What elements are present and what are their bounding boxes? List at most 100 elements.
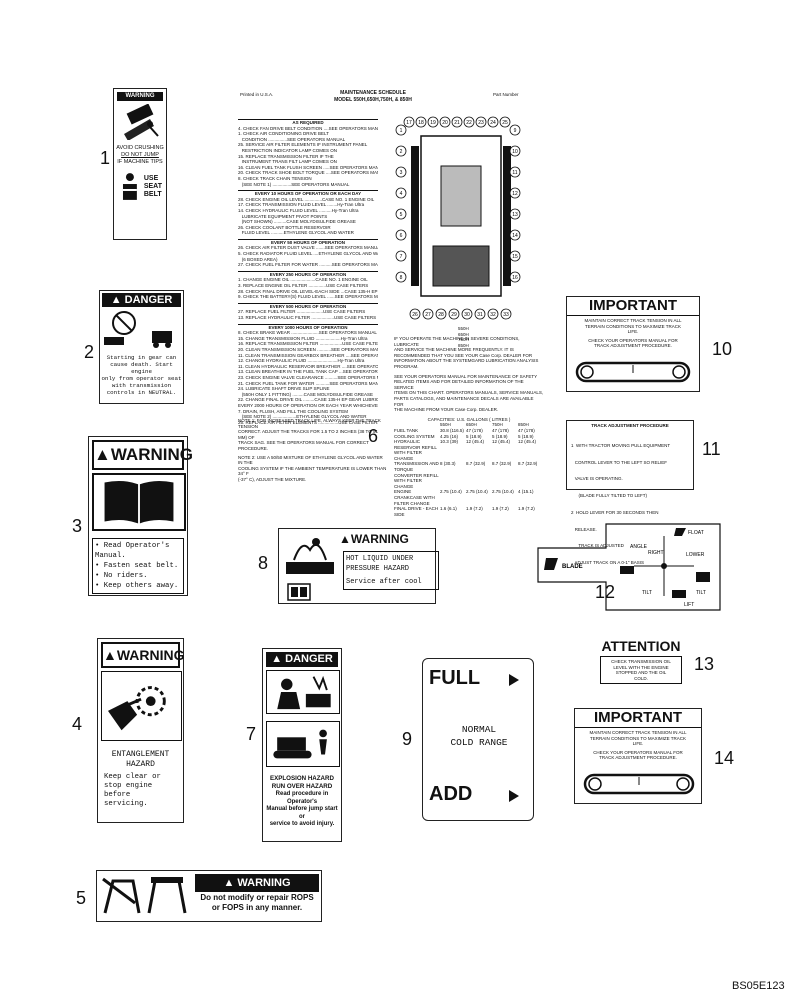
decal-2-line: cause death. Start engine xyxy=(110,361,173,375)
schedule-line: 1. CHANGE ENGINE OIL ...................… xyxy=(238,277,368,283)
diagram-callout-number: 21 xyxy=(454,120,460,126)
capacities-cell: 8.7 (32.9) xyxy=(492,461,512,467)
schedule-line: 26. CHECK COOLANT BOTTLE RESERVOIR xyxy=(238,224,331,230)
schedule-section-heading: EVERY 50 HOURS OF OPERATION xyxy=(238,238,378,246)
capacities-header-cell: 750H xyxy=(492,422,503,428)
capacities-cell: HYDRAULIC RESERVOIR REFILL WITH FILTER C… xyxy=(394,439,437,461)
decal-4-header-text: WARNING xyxy=(116,647,185,663)
severe-line: IF YOU OPERATE THE MACHINE IN SEVERE CON… xyxy=(394,336,520,347)
diagram-callout-circle xyxy=(427,116,439,128)
dozer-lift-icon xyxy=(672,590,686,598)
decal-4-line: Keep clear or xyxy=(104,773,161,781)
capacities-title: CAPACITIES: U.S. GALLONS ( LITRES ) xyxy=(427,416,511,422)
decal-5-line: or FOPS in any manner. xyxy=(211,903,303,912)
track-sag-icon xyxy=(575,361,691,383)
diagram-callout-number: 12 xyxy=(512,191,518,197)
decal-7-battery-danger: ▲ DANGER EXPLOSION HAZARD RUN OVER HAZAR… xyxy=(262,648,342,842)
diagram-callout-number: 30 xyxy=(464,312,470,318)
run-over-pictogram-icon xyxy=(266,721,340,767)
decal-10-header: IMPORTANT xyxy=(567,297,699,316)
callout-10: 10 xyxy=(712,339,733,359)
diagram-body xyxy=(420,135,502,297)
decal-10-line: TERRAIN CONDITIONS TO MAXIMIZE TRACK xyxy=(584,323,681,329)
diagram-callout-number: 2 xyxy=(400,149,403,155)
diagram-callout-number: 17 xyxy=(406,120,412,126)
decal-4-title-line: HAZARD xyxy=(126,760,155,769)
decal-8-line: Service after cool xyxy=(346,578,422,586)
schedule-line: 26. CHECK AIR FILTER DUST VALVE .......S… xyxy=(238,245,378,251)
schedule-line: (SEE NOTE 1) ...............SEE OPERATOR… xyxy=(238,181,350,187)
decal-14-line: MAINTAIN CORRECT TRACK TENSION IN ALL xyxy=(589,730,687,735)
decal-1-seat-word: BELT xyxy=(143,191,162,198)
diagram-callout-circle xyxy=(409,308,421,320)
callout-5: 5 xyxy=(76,888,87,908)
decal-11-step: (BLADE FULLY TILTED TO LEFT) xyxy=(571,493,648,499)
capacities-cell: 5 (18.9) xyxy=(492,433,508,439)
capacities-cell: 30.8 (116.5) xyxy=(440,427,464,433)
diagram-callout-number: 1 xyxy=(400,128,403,134)
manual-line: SEE YOUR OPERATORS MANUAL FOR MAINTENANC… xyxy=(394,373,538,379)
diagram-track-left xyxy=(411,146,419,286)
diagram-track-right xyxy=(503,146,511,286)
diagram-callout-circle xyxy=(509,124,521,136)
schedule-section-heading: EVERY 500 HOURS OF OPERATION xyxy=(238,302,378,310)
schedule-section-heading: AS REQUIRED xyxy=(238,119,378,126)
diagram-callout-circle xyxy=(439,116,451,128)
schedule-section-heading: EVERY 1000 HOURS OF OPERATION xyxy=(238,323,378,331)
drawing-code: BS05E123 xyxy=(732,980,785,992)
seat-belt-icon xyxy=(122,173,137,200)
capacities-cell: 2.75 (10.4) xyxy=(492,489,514,495)
schedule-notes: NOTE 1: FOR INCREASED TRACK LIFE, ALWAYS… xyxy=(238,418,388,483)
diagram-callout-circle xyxy=(509,250,521,262)
decal-3-header: ▲WARNING xyxy=(92,440,193,470)
decal-12-label-blade: BLADE xyxy=(562,564,583,570)
manual-line: ITEMS ON THIS CHART. OPERATORS MANUALS, … xyxy=(394,390,544,396)
decal-8-header-text: WARNING xyxy=(350,532,409,546)
dozer-tilt-icon xyxy=(696,572,710,582)
capacities-cell: 2.75 (10.4) xyxy=(466,489,488,495)
callout-3: 3 xyxy=(72,516,83,536)
diagram-callout-circle xyxy=(500,308,512,320)
callout-2: 2 xyxy=(84,342,95,362)
decal-11-step: RELEASE. xyxy=(571,526,597,532)
decal-3-operator-warning: ▲WARNING • Read Operator's Manual. • Fas… xyxy=(88,436,193,596)
decal-3-item: • Keep others away. xyxy=(95,582,179,590)
decal-12-label-float: FLOAT xyxy=(688,530,704,536)
decal-13-text: CHECK TRANSMISSION OIL LEVEL WITH THE EN… xyxy=(600,656,682,685)
decal-9-full-text: FULL xyxy=(429,667,481,689)
diagram-callout-number: 5 xyxy=(400,212,403,218)
decal-5-rops-warning: ▲ WARNING Do not modify or repair ROPS o… xyxy=(96,870,322,922)
decal-1-rollover-warning: WARNING AVOID CRUSHING DO NOT JUMP IF MA… xyxy=(113,88,167,240)
decal-9-fluid-level: FULL NORMAL COLD RANGE ADD xyxy=(422,658,534,821)
decal-7-line: Read procedure in Operator's xyxy=(275,791,329,805)
schedule-note-line: CORRECT. ADJUST THE TRACKS FOR 1.5 TO 2 … xyxy=(238,429,378,440)
diagram-callout-circle xyxy=(463,116,475,128)
decal-7-title-line: RUN OVER HAZARD xyxy=(271,783,333,790)
decal-2-line: only from operator seat xyxy=(101,375,182,382)
diagram-callout-circle xyxy=(395,229,407,241)
decal-11-step: TRACK IS ADJUSTED xyxy=(571,543,624,549)
schedule-line: EVERY 2000 HOURS OF OPERATION OR EACH YE… xyxy=(238,402,378,408)
decal-11-step: CONTROL LEVER TO THE LEFT SO RELIEF xyxy=(571,459,668,465)
decal-9-normal-line: NORMAL xyxy=(461,724,497,735)
schedule-line: 15. CHANGE TRANSMISSION FLUID ..........… xyxy=(238,335,368,341)
decal-4-line: servicing. xyxy=(104,800,148,808)
diagram-callout-circle xyxy=(435,308,447,320)
battery-explosion-pictogram-icon xyxy=(266,670,340,714)
decal-5-line: Do not modify or repair ROPS xyxy=(200,893,314,902)
schedule-note-line: NOTE 2: USE A 50/50 MIXTURE OF ETHYLENE … xyxy=(238,454,383,466)
service-manual-small-icon xyxy=(287,583,311,601)
diagram-callout-number: 24 xyxy=(490,120,496,126)
schedule-line: 16. REPLACE TRANSMISSION FILTER ........… xyxy=(238,341,378,347)
callout-13: 13 xyxy=(694,654,715,674)
schedule-line: 17. CHECK TRANSMISSION FLUID LEVEL .....… xyxy=(238,202,365,208)
schedule-line: 8. CHECK TRACK CHAIN TENSION xyxy=(238,175,312,181)
capacities-cell: COOLING SYSTEM xyxy=(394,433,435,439)
decal-12-label-tilt-right: TILT xyxy=(696,590,706,596)
schedule-line: 22. CHANGE FINAL DRIVE OIL .........CASE… xyxy=(238,397,378,403)
decal-8-text: HOT LIQUID UNDER PRESSURE HAZARD Service… xyxy=(343,551,439,590)
decal-10-line: TRACK ADJUSTMENT PROCEDURE. xyxy=(594,343,672,349)
